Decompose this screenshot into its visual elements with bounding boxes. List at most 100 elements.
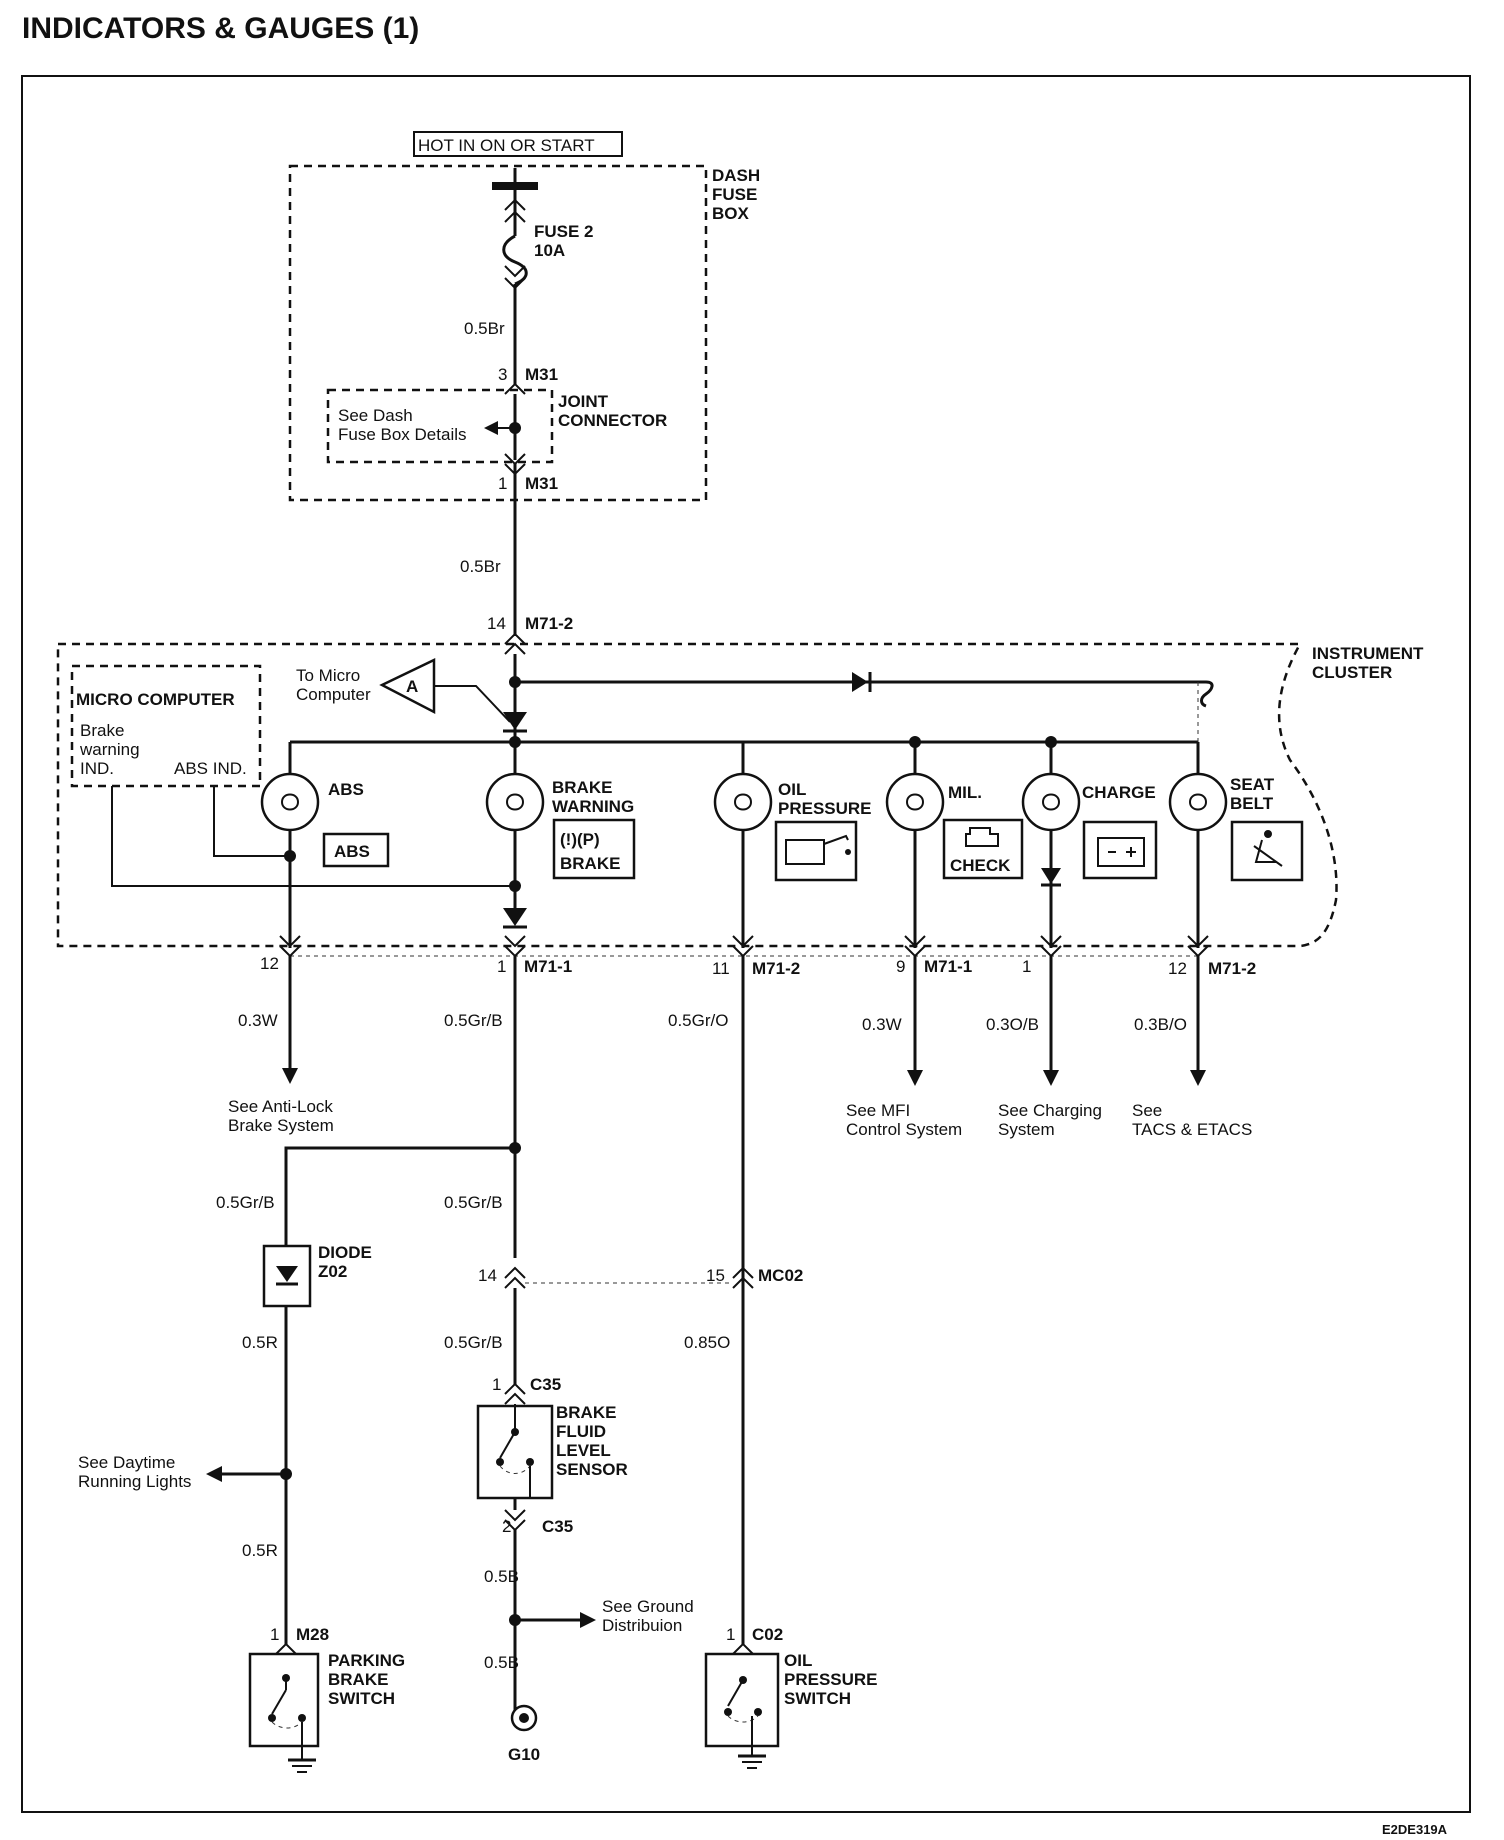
park-connector: M28 [296,1625,329,1644]
abs-out: 0.3W See Anti-Lock Brake System [228,956,337,1135]
mc02-pin-right: 15 [706,1266,725,1285]
oil-can-icon [785,834,851,865]
brake-ind-dot [509,880,521,892]
check-engine-badge [942,818,1024,880]
joint-top-chevron [504,382,526,395]
oil-wire: 0.5Gr/O [668,1011,728,1030]
drl-arrow-icon [206,1466,222,1482]
ground-label: G10 [508,1745,540,1764]
check-badge-text: CHECK [950,856,1011,875]
seat-belt-wire: 0.3B/O [1134,1015,1187,1034]
brake-diode-icon [503,712,527,730]
seat-belt-arrow-icon [1190,1070,1206,1086]
abs-arrow-icon [282,1068,298,1084]
mc02-connector: MC02 [758,1266,803,1285]
mil-out: 0.3W See MFI Control System [846,956,962,1139]
c35-bottom-chevron-1 [504,1509,526,1522]
parking-brake-switch-icon [268,1674,316,1773]
mil-arrow-icon [907,1070,923,1086]
battery-badge [1082,820,1158,880]
mc02-left-chevron-2 [504,1276,526,1289]
oil-switch-pin: 1 [726,1625,735,1644]
diode-in-wire: 0.5Gr/B [216,1193,275,1212]
c35-top-connector: C35 [530,1375,561,1394]
brake-wire: 0.5Gr/B [444,1011,503,1030]
oil-pressure-switch-box [704,1652,780,1748]
mid-upper-wire: 0.5Gr/B [444,1193,503,1212]
abs-ind-link [213,786,290,857]
brake-badge-text: BRAKE [560,854,620,873]
brake-connector: M71-1 [524,957,572,976]
cluster-connector-row [279,935,1209,958]
power-source-label: HOT IN ON OR START [418,136,595,155]
seat-belt-destination: See TACS & ETACS [1132,1101,1252,1139]
micro-computer-title: MICRO COMPUTER [76,690,235,709]
micro-abs-ind: ABS IND. [174,759,247,778]
oil-switch-chevron [732,1642,754,1655]
diagram-frame [21,75,1471,1813]
charge-pin: 1 [1022,957,1031,976]
wire-0-5br-top: 0.5Br [464,319,505,338]
brake-badge-symbols: (!)(P) [560,830,600,849]
abs-destination: See Anti-Lock Brake System [228,1097,337,1135]
abs-badge-text: ABS [334,842,370,861]
diode-z02-icon [276,1266,298,1282]
oil-bulb-icon [713,772,773,832]
oil-pressure-switch-label: OIL PRESSURE SWITCH [784,1651,882,1708]
fuse-2-label: FUSE 2 10A [534,222,598,260]
c35-top-chevron-1 [504,1382,526,1395]
mid-lower-wire: 0.5Gr/B [444,1333,503,1352]
mc02-left-chevron-1 [504,1266,526,1279]
ground-dist-ref: See Ground Distribuion [602,1597,698,1635]
footer-code: E2DE319A [1382,1822,1448,1837]
instrument-cluster-label: INSTRUMENT CLUSTER [1312,644,1428,682]
feed-wire-label: 0.5Br [460,557,501,576]
charge-destination: See Charging System [998,1101,1106,1139]
to-micro-computer-label: To Micro Computer [296,666,371,704]
joint-top-connector: M31 [525,365,558,384]
micro-computer-link [434,685,511,723]
oil-pin: 11 [712,959,730,978]
feed-connector: M71-2 [525,614,573,633]
joint-bottom-pin: 1 [498,474,507,493]
charge-bulb-icon [1021,772,1081,832]
abs-badge [322,832,390,868]
seat-belt-out: 0.3B/O See TACS & ETACS [1132,956,1252,1139]
seat-belt-bulb-icon [1168,772,1228,832]
seat-belt-diode-icon [852,672,868,692]
brake-badge [552,818,636,880]
charge-indicator: CHARGE [1021,742,1158,948]
diode-z02-label: DIODE Z02 [318,1243,376,1281]
dash-fuse-box-boundary [288,164,708,502]
c35-top-pin: 1 [492,1375,501,1394]
abs-label: ABS [328,780,364,799]
joint-connector-label: JOINT CONNECTOR [558,392,667,430]
oil-lower-wire: 0.85O [684,1333,730,1352]
brake-out-diode-icon [503,908,527,926]
brake-fluid-sensor-switch-icon [496,1404,534,1498]
brake-pin: 1 [497,957,506,976]
oil-switch-connector: C02 [752,1625,783,1644]
c35-bottom-connector: C35 [542,1517,573,1536]
oil-connector: M71-2 [752,959,800,978]
fuse-2 [502,190,528,384]
oil-can-badge [774,820,858,882]
oil-pressure-indicator: OIL PRESSURE [713,772,872,948]
seat-belt-person-icon [1253,830,1283,867]
diode-branch-wire [284,1146,515,1246]
page-title: INDICATORS & GAUGES (1) [22,12,419,45]
battery-icon [1097,837,1145,867]
brake-warning-label: BRAKE WARNING [552,778,634,816]
ground-wire-2: 0.5B [484,1653,519,1672]
brake-fluid-sensor-label: BRAKE FLUID LEVEL SENSOR [556,1403,628,1479]
c35-top-chevron-2 [504,1392,526,1405]
abs-pin: 12 [260,954,279,973]
mil-bulb-icon [885,772,945,832]
instrument-cluster-boundary [56,642,1338,948]
joint-top-pin: 3 [498,365,507,384]
brake-warning-indicator: BRAKE WARNING (!)(P) BRAKE [485,772,636,880]
micro-brake-warning-ind: Brake warning IND. [79,721,144,778]
seat-belt-label: SEAT BELT [1230,775,1279,813]
dash-fuse-box-label: DASH FUSE BOX [712,166,765,223]
drl-ref: See Daytime Running Lights [78,1453,191,1491]
